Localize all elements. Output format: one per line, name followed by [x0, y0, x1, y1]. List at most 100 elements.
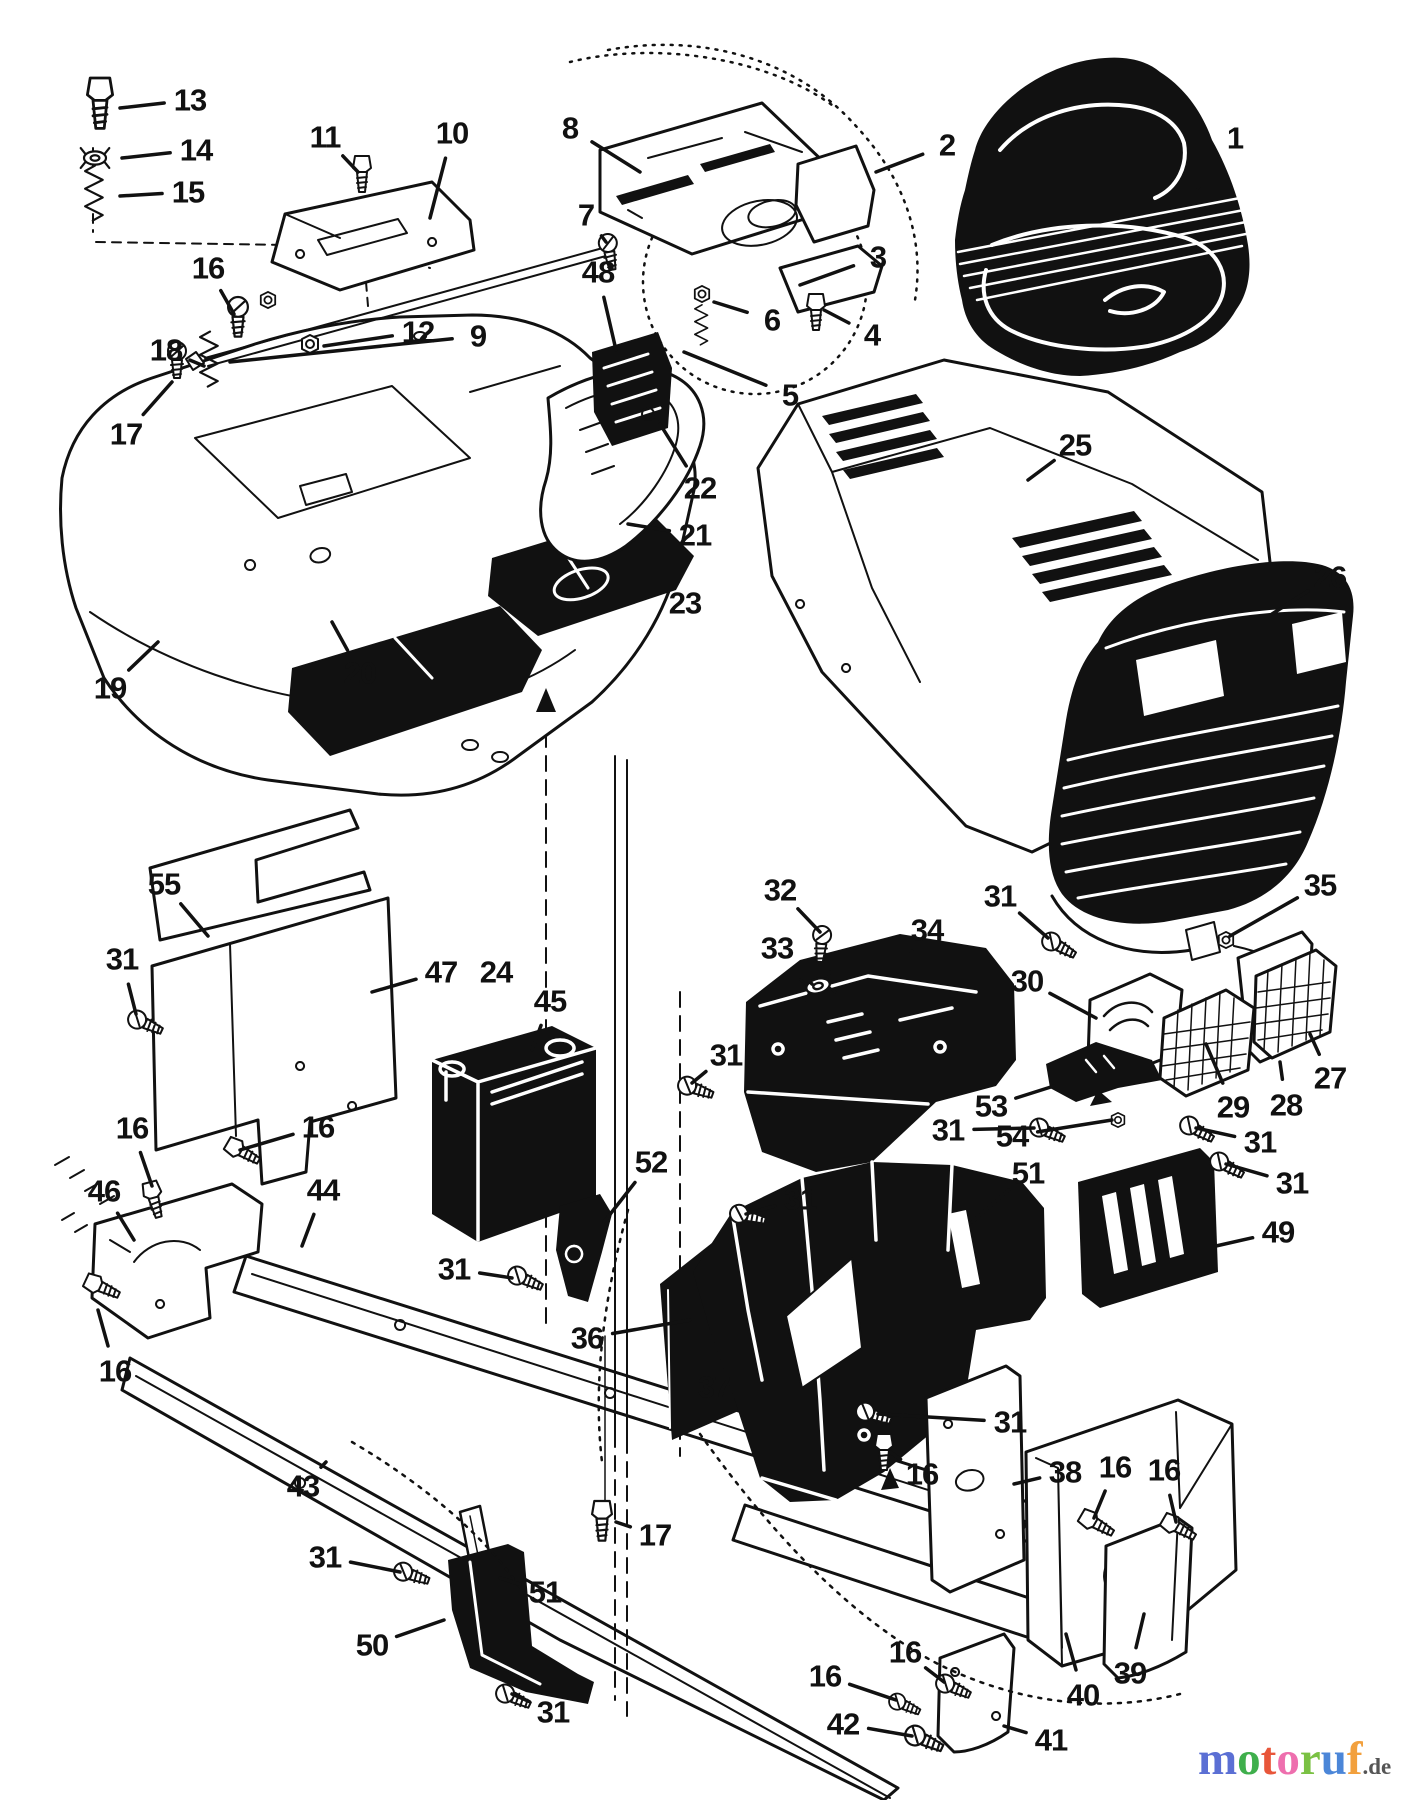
leader-line-40 [1064, 1632, 1078, 1672]
leader-line-16 [1168, 1493, 1178, 1524]
bracket-10-details [284, 213, 438, 259]
leader-line-31 [510, 1692, 531, 1704]
leader-line-33 [793, 964, 814, 986]
watermark-letter: u [1320, 1733, 1347, 1785]
bracket-2 [794, 144, 876, 244]
funnel-52-black [556, 1194, 612, 1302]
part-label-16: 16 [116, 1111, 149, 1146]
leader-line-31 [348, 1560, 402, 1574]
watermark-letter: t [1260, 1733, 1277, 1785]
part-label-31: 31 [994, 1405, 1027, 1440]
part-label-43: 43 [287, 1469, 320, 1504]
watermark-letter: o [1237, 1733, 1261, 1785]
rod-9 [204, 245, 614, 367]
leader-line-16 [923, 1666, 946, 1684]
watermark-letter: o [1276, 1733, 1300, 1785]
dash-34-white [746, 974, 978, 1106]
part-label-47: 47 [425, 955, 457, 990]
leader-line-31 [972, 1126, 1036, 1132]
watermark-letter: m [1198, 1733, 1238, 1785]
leader-line-13 [118, 101, 166, 110]
part-label-55: 55 [148, 867, 181, 902]
leader-line-31 [477, 1271, 514, 1280]
battery-45-white [430, 1038, 598, 1242]
leader-line-38 [1012, 1476, 1042, 1486]
fastener-spring-icon [693, 303, 709, 346]
leader-line-4 [822, 308, 851, 325]
leader-line-6 [712, 300, 749, 315]
leader-line-31 [1224, 1162, 1269, 1178]
part-label-50: 50 [356, 1628, 388, 1663]
part-label-36: 36 [571, 1321, 604, 1356]
fastener-screw-icon [393, 1561, 431, 1585]
part-label-31: 31 [710, 1038, 743, 1073]
floor-pan-left-black [288, 606, 542, 756]
fastener-bolt-icon [1076, 1507, 1116, 1537]
part-label-41: 41 [1035, 1723, 1068, 1758]
part-label-16: 16 [906, 1457, 939, 1492]
leader-line-49 [1214, 1235, 1255, 1248]
bracket-46 [90, 1182, 264, 1340]
leader-line-45 [530, 1023, 543, 1052]
panel-39-detail [1171, 1517, 1179, 1641]
fastener-screw-icon [167, 341, 187, 379]
dash-34-black [744, 934, 1016, 1172]
shield-53-marks [1084, 1054, 1116, 1074]
leader-line-53 [1014, 1084, 1056, 1100]
tower-keyslot-white [948, 1210, 980, 1288]
shield-48-black [592, 332, 672, 446]
hatch-marks [54, 1156, 115, 1233]
part-label-16: 16 [99, 1354, 132, 1389]
fastener-nut-icon [259, 290, 277, 310]
leader-line-54 [1035, 1118, 1114, 1134]
clip-22 [641, 407, 661, 425]
part-label-18: 18 [150, 333, 183, 368]
part-label-28: 28 [1270, 1088, 1303, 1123]
leader-line-47 [370, 977, 418, 994]
fastener-bolt-icon [1158, 1511, 1198, 1541]
bracket-50-black [448, 1544, 594, 1704]
guide-dotted-curves [568, 43, 919, 302]
part-label-22: 22 [684, 471, 716, 506]
floor-pan-right-black [488, 510, 694, 636]
part-label-30: 30 [1011, 964, 1043, 999]
leader-line-10 [428, 156, 448, 220]
bracket-10 [270, 180, 476, 292]
part-label-31: 31 [984, 879, 1017, 914]
seat-spring-circle [641, 168, 869, 396]
fastener-screw-icon [904, 1724, 945, 1753]
leader-line-34 [896, 949, 914, 974]
fastener-screw-icon [677, 1075, 715, 1099]
part-label-15: 15 [172, 175, 205, 210]
part-label-16: 16 [302, 1110, 335, 1145]
part-label-31: 31 [438, 1252, 471, 1287]
bottom-dotted-curves [350, 1208, 1182, 1705]
leader-line-7 [599, 234, 608, 244]
fastener-bolt-icon [222, 1135, 262, 1165]
leader-line-15 [118, 191, 164, 198]
part-label-13: 13 [174, 83, 207, 118]
part-label-51: 51 [529, 1575, 562, 1610]
arrow-16-black [881, 1468, 899, 1490]
part-label-14: 14 [180, 133, 214, 168]
panel-41-details [950, 1667, 1002, 1721]
leader-line-30 [1048, 991, 1098, 1020]
leader-line-41 [1002, 1724, 1028, 1735]
seat-1-hatch-white [956, 196, 1248, 302]
part-label-27: 27 [1314, 1061, 1346, 1096]
grille-headlights-white [1136, 612, 1346, 716]
part-label-32: 32 [764, 873, 796, 908]
panel-49-slots-white [1102, 1176, 1184, 1274]
fastener-bolt-icon [590, 1499, 614, 1542]
part-label-24: 24 [480, 955, 514, 990]
leader-line-26 [1270, 589, 1310, 616]
part-label-35: 35 [1304, 868, 1337, 903]
fastener-screw-icon [127, 1009, 164, 1035]
watermark-logo: motoruf.de [1198, 1736, 1391, 1783]
watermark-letter: f [1346, 1733, 1363, 1785]
fastener-nut-icon [693, 284, 711, 304]
leader-line-43 [319, 1460, 328, 1469]
fastener-bolt-icon [81, 1272, 121, 1299]
part-label-2: 2 [939, 128, 955, 163]
